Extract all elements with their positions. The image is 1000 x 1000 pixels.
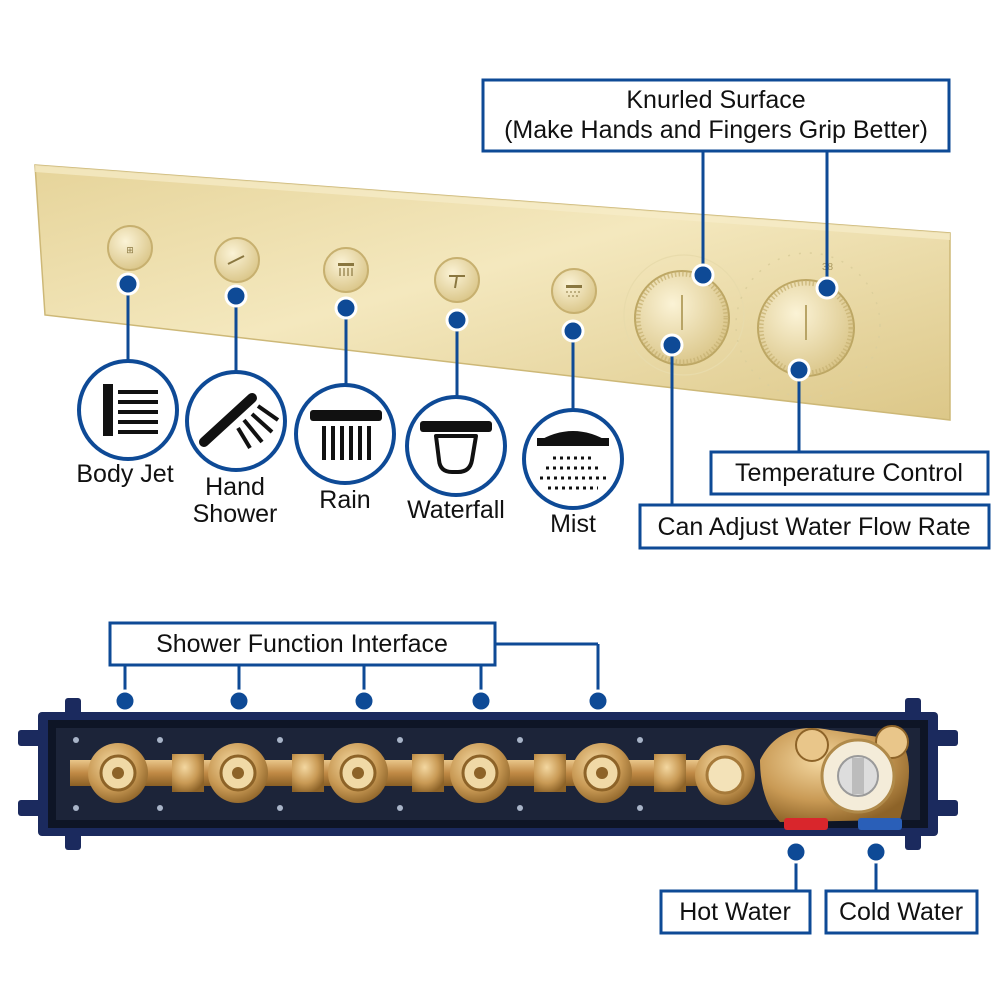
leader-dots-top <box>116 263 839 382</box>
mist-icon <box>522 408 624 510</box>
hot-water-callout: Hot Water <box>659 840 812 935</box>
temperature-control-label: Temperature Control <box>735 459 963 487</box>
flow-rate-knob[interactable] <box>623 254 745 376</box>
button-body-jet[interactable]: ⊞ <box>107 225 153 271</box>
knurled-title: Knurled Surface <box>626 86 805 114</box>
button-hand-shower[interactable] <box>214 237 260 283</box>
outlet-port-2 <box>208 743 268 803</box>
outlet-port-3 <box>328 743 388 803</box>
interface-label: Shower Function Interface <box>156 630 448 658</box>
faceplate: ⊞ <box>34 164 951 421</box>
outlet-port-5 <box>572 743 632 803</box>
cold-water-callout: Cold Water <box>824 840 979 935</box>
rain-icon <box>294 383 396 485</box>
button-rain[interactable] <box>323 247 369 293</box>
hand-shower-label-line2: Shower <box>193 500 278 528</box>
hand-shower-icon <box>185 370 287 472</box>
waterfall-icon <box>405 395 507 497</box>
body-jet-label: Body Jet <box>76 460 173 488</box>
leader-lines-top <box>126 150 829 506</box>
outlet-port-1 <box>88 743 148 803</box>
rough-in-valve-box <box>18 698 958 850</box>
flow-rate-callout: Can Adjust Water Flow Rate <box>638 503 991 550</box>
knurled-subtitle: (Make Hands and Fingers Grip Better) <box>504 116 928 144</box>
button-mist[interactable] <box>551 268 597 314</box>
temperature-knob[interactable]: 38 <box>735 252 881 398</box>
body-jet-icon <box>77 359 179 461</box>
interface-callout: Shower Function Interface <box>108 621 610 713</box>
flow-rate-label: Can Adjust Water Flow Rate <box>657 513 970 541</box>
hand-shower-label-line1: Hand <box>205 473 265 501</box>
outlet-port-4 <box>450 743 510 803</box>
cold-water-label: Cold Water <box>839 898 963 926</box>
mist-label: Mist <box>550 510 596 538</box>
thermostatic-valve-body <box>760 725 909 822</box>
flow-valve-body <box>695 745 755 805</box>
knurled-surface-callout: Knurled Surface (Make Hands and Fingers … <box>481 78 951 153</box>
waterfall-label: Waterfall <box>407 496 505 524</box>
rain-label: Rain <box>319 486 370 514</box>
hot-water-label: Hot Water <box>679 898 791 926</box>
button-waterfall[interactable] <box>434 257 480 303</box>
hot-water-cap <box>784 818 828 830</box>
temperature-control-callout: Temperature Control <box>709 450 990 496</box>
svg-text:⊞: ⊞ <box>126 246 134 256</box>
cold-water-cap <box>858 818 902 830</box>
